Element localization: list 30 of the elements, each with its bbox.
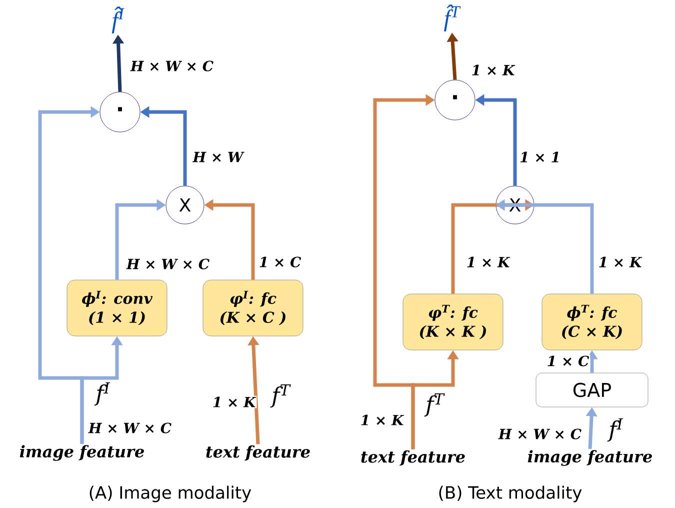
pooling-box: GAP xyxy=(536,372,648,408)
edge-label: H × W xyxy=(192,150,244,164)
symbol-label: f$^{I}$ xyxy=(94,382,110,406)
dimension-label: H × W × C xyxy=(88,422,172,434)
dimension-label: 1 × K xyxy=(361,414,404,426)
layer-box: φ$^{I}$: fc (K × C ) xyxy=(202,280,304,336)
edge-label: 1 × K xyxy=(211,396,257,408)
edge-label: H × W × C xyxy=(497,428,583,440)
edge-label: 1 × K xyxy=(470,64,516,76)
symbol-label: f$^{T}$ xyxy=(270,384,291,408)
output-symbol: f̂$^{I}$ xyxy=(112,6,125,34)
output-symbol: f̂$^{T}$ xyxy=(444,4,461,32)
edge-label: H × W × C xyxy=(125,258,211,270)
edge-label: 1 × 1 xyxy=(518,150,562,164)
edge-label: 1 × K xyxy=(597,256,643,268)
feature-label: image feature xyxy=(528,450,652,466)
feature-label: image feature xyxy=(20,445,144,461)
symbol-label: f$^{I}$ xyxy=(607,418,624,442)
feature-label: text feature xyxy=(361,450,465,466)
layer-box: φ$^{T}$: fc (K × K ) xyxy=(402,294,504,350)
caption: (B) Text modality xyxy=(439,486,582,502)
layer-box: ϕ$^{T}$: fc (C × K) xyxy=(542,294,642,350)
feature-label: text feature xyxy=(206,445,310,461)
edge-label: 1 × K xyxy=(465,256,511,268)
caption: (A) Image modality xyxy=(90,486,252,502)
symbol-label: f$^{T}$ xyxy=(424,393,445,417)
edge-label: 1 × C xyxy=(258,256,302,268)
edge-label: 1 × C xyxy=(546,354,590,368)
edge-label: H × W × C xyxy=(129,60,215,72)
layer-box: ϕ$^{I}$: conv (1 × 1) xyxy=(66,280,168,336)
